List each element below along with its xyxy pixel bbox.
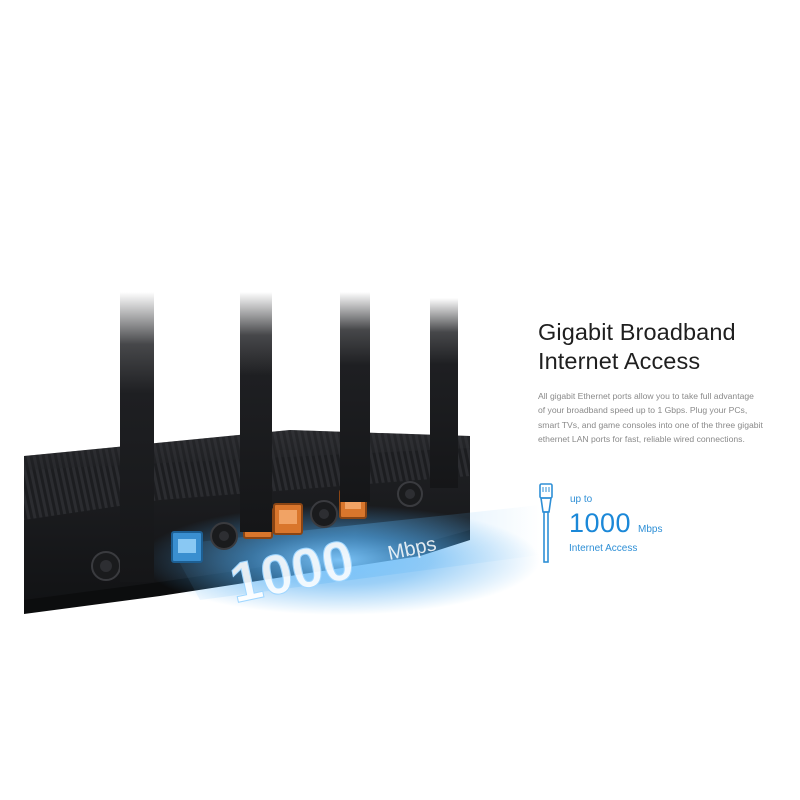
antennas: [120, 292, 458, 582]
headline-line-2: Internet Access: [538, 348, 701, 374]
headline: Gigabit Broadband Internet Access: [538, 318, 788, 376]
spec-label: Internet Access: [569, 543, 638, 554]
ethernet-cable-icon: [539, 483, 553, 563]
spec-value: 1000: [569, 508, 632, 538]
headline-line-1: Gigabit Broadband: [538, 319, 736, 345]
spec-unit: Mbps: [638, 524, 663, 535]
spec-prefix: up to: [570, 494, 593, 505]
lan-port-2: [273, 503, 303, 535]
wan-port: [171, 531, 203, 563]
antenna-connector: [91, 481, 423, 581]
description-text: All gigabit Ethernet ports allow you to …: [538, 391, 763, 444]
